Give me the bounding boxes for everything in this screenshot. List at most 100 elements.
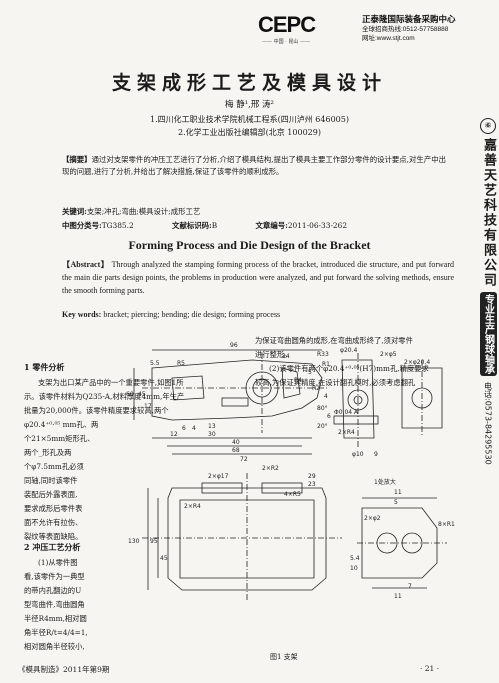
dim-label: 29 xyxy=(308,473,316,480)
dim-label: R5 xyxy=(177,360,185,367)
text-line: 批量为20,000件。该零件精度要求较高,两个 xyxy=(24,406,169,415)
text-line: 看,该零件为一典型 xyxy=(24,572,85,581)
dim-label: R33 xyxy=(317,351,329,358)
dim-label: 68 xyxy=(232,447,240,454)
logo-text-block: 正泰隆国际装备采购中心 全球招商热线:0512-57758888 网址:www.… xyxy=(362,14,456,43)
doc-code-field: 文献标识码:B xyxy=(172,221,235,230)
affiliation-1: 1.四川化工职业技术学院机械工程系(四川泸州 646005) xyxy=(150,115,349,124)
page-number: · 21 · xyxy=(420,664,440,673)
abstract-en: 【Abstract】 Through analyzed the stamping… xyxy=(62,258,454,297)
dim-label: 17 xyxy=(144,403,152,410)
journal-footer: 《模具制造》2011年第9期 xyxy=(18,665,110,674)
dim-label: 2×φ2 xyxy=(364,515,381,522)
dim-label: 1处放大 xyxy=(374,478,396,486)
text-line: φ20.4⁺⁰·⁰⁵ mm孔、两 xyxy=(24,420,99,429)
english-title: Forming Process and Die Design of the Br… xyxy=(128,238,371,252)
website: 网址:www.stjt.com xyxy=(362,35,415,42)
dim-label: 45 xyxy=(160,555,168,562)
dim-label: R2 xyxy=(312,385,320,392)
text-line: (1)从零件图 xyxy=(38,558,78,567)
side-ad-phone: 电话:0573-84295530 xyxy=(483,382,493,465)
dim-label: 2×R2 xyxy=(262,465,279,472)
header-logo: CEPC —— 中国 · 昆山 —— 正泰隆国际装备采购中心 全球招商热线:05… xyxy=(258,12,456,48)
abstract-label: 【摘要】 xyxy=(62,155,92,164)
dim-label: 4 xyxy=(192,425,196,432)
text-line: 个φ7.5mm孔必须 xyxy=(24,462,84,471)
dim-label: 12 xyxy=(170,431,178,438)
section-1-body: 支架为出口某产品中的一个重要零件,如图1所 示。该零件材料为Q235-A,材料厚… xyxy=(24,376,184,544)
text-line: 装配后外露表面, xyxy=(24,490,78,499)
abstract-zh-text: 通过对支架零件的冲压工艺进行了分析,介绍了模具结构,提出了模具主要工作部分零件的… xyxy=(62,155,446,176)
dim-label: 2×R4 xyxy=(184,503,201,510)
dim-label: 45 xyxy=(138,391,146,398)
dim-label: 24 xyxy=(282,353,290,360)
text-line: 面不允许有拉伤、 xyxy=(24,518,83,527)
dim-label: 5.5 xyxy=(150,360,160,367)
side-advertisement: ⑥ 嘉善天艺科技有限公司 专业生产钢球轴承 电话:0573-84295530 xyxy=(479,118,497,658)
text-line: (2)该零件有两个φ20.4⁺⁰·⁰⁵(H7)mm孔,精度要求 xyxy=(269,364,429,373)
article-no-value: 2011-06-33-262 xyxy=(287,221,348,230)
section-1-title: 1 零件分析 xyxy=(24,362,65,372)
keywords-en-text: bracket; piercing; bending; die design; … xyxy=(103,310,281,319)
article-title: 支架成形工艺及模具设计 xyxy=(111,72,387,94)
dim-label: Φ0.04 A xyxy=(334,409,359,416)
dim-label: 2×φ17 xyxy=(208,473,229,480)
doc-code-value: B xyxy=(211,221,218,230)
dim-label: 6 xyxy=(327,413,331,420)
dim-label: 72 xyxy=(240,456,248,463)
text-line: 相对圆角半径较小, xyxy=(24,642,85,651)
section-1-right-column: 为保证弯曲圆角的成形,在弯曲成形终了,须对零件 进行整形。 (2)该零件有两个φ… xyxy=(255,334,470,390)
text-line: 半径R4mm,相对圆 xyxy=(24,614,87,623)
cepc-logo: CEPC xyxy=(258,12,316,37)
text-line: 型弯曲件,弯曲圆角 xyxy=(24,600,85,609)
figure-caption: 图1 支架 xyxy=(270,653,298,661)
bracket-drawing: 96 24 5.5 R5 R33 R1 5 R4 R2 4 2×φ5 80° 6… xyxy=(126,342,455,600)
text-line: 角半径R/t=4/4=1, xyxy=(24,628,88,637)
dim-label: 11 xyxy=(394,593,402,600)
abstract-en-label: 【Abstract】 xyxy=(62,260,110,269)
text-line: 两个_形孔及两 xyxy=(24,448,72,457)
dim-label: R4 xyxy=(294,377,302,384)
text-line: 的带内孔翻边的U xyxy=(24,586,82,595)
dim-label: 95 xyxy=(150,538,158,545)
affiliation-2: 2.化学工业出版社编辑部(北京 100029) xyxy=(178,128,321,137)
section-2-body: (1)从零件图 看,该零件为一典型 的带内孔翻边的U 型弯曲件,弯曲圆角 半径R… xyxy=(24,556,88,654)
dim-label: 13 xyxy=(208,423,216,430)
company-name: 正泰隆国际装备采购中心 xyxy=(362,14,456,24)
text-line: 要求成形后零件表 xyxy=(24,504,83,513)
article-no-label: 文章编号: xyxy=(255,221,288,230)
doc-code-label: 文献标识码: xyxy=(172,221,212,230)
side-ad-slogan: 专业生产钢球轴承 xyxy=(479,292,497,376)
dim-label: 11 xyxy=(394,489,402,496)
dim-label: 2×φ20.4 xyxy=(404,359,430,366)
dim-label: 2×φ5 xyxy=(380,351,397,358)
dim-label: 4 xyxy=(324,393,328,400)
section-2-title: 2 冲压工艺分析 xyxy=(24,542,81,552)
text-line: 支架为出口某产品中的一个重要零件,如图1所 xyxy=(38,378,184,387)
dim-label: 5 xyxy=(394,499,398,506)
text-line: 为保证弯曲圆角的成形,在弯曲成形终了,须对零件 xyxy=(255,336,413,345)
brand-mark-icon: ⑥ xyxy=(480,118,496,134)
dim-label: 20° xyxy=(317,423,328,430)
dim-label: 5 xyxy=(308,369,312,376)
text-line: 进行整形。 xyxy=(255,350,292,359)
side-ad-brand: 嘉善天艺科技有限公司 xyxy=(481,138,496,288)
keywords-zh-text: 支架;冲孔;弯曲;模具设计;成形工艺 xyxy=(86,207,201,216)
text-line: 个21×5mm矩形孔、 xyxy=(24,434,95,443)
dim-label: 30 xyxy=(208,431,216,438)
article-no-field: 文章编号:2011-06-33-262 xyxy=(256,221,366,230)
text-line: 示。该零件材料为Q235-A,材料厚度4mm,年生产 xyxy=(24,392,185,401)
dim-label: 4×R5 xyxy=(284,491,301,498)
authors: 梅 静¹,邢 涛² xyxy=(225,100,274,110)
dim-label: 60 xyxy=(126,391,134,398)
text-line: 同轴,同时该零件 xyxy=(24,476,78,485)
clc-label: 中图分类号: xyxy=(62,221,102,230)
dim-label: φ20.4 xyxy=(340,347,358,354)
classification-row: 中图分类号:TG385.2 文献标识码:B 文章编号:2011-06-33-26… xyxy=(62,220,383,231)
dim-label: 7 xyxy=(408,583,412,590)
dim-label: R1 xyxy=(322,361,330,368)
clc-field: 中图分类号:TG385.2 xyxy=(62,221,152,230)
dim-label: 130 xyxy=(128,538,140,545)
dim-label: 8×R1 xyxy=(438,521,455,528)
hotline: 全球招商热线:0512-57758888 xyxy=(362,26,449,33)
